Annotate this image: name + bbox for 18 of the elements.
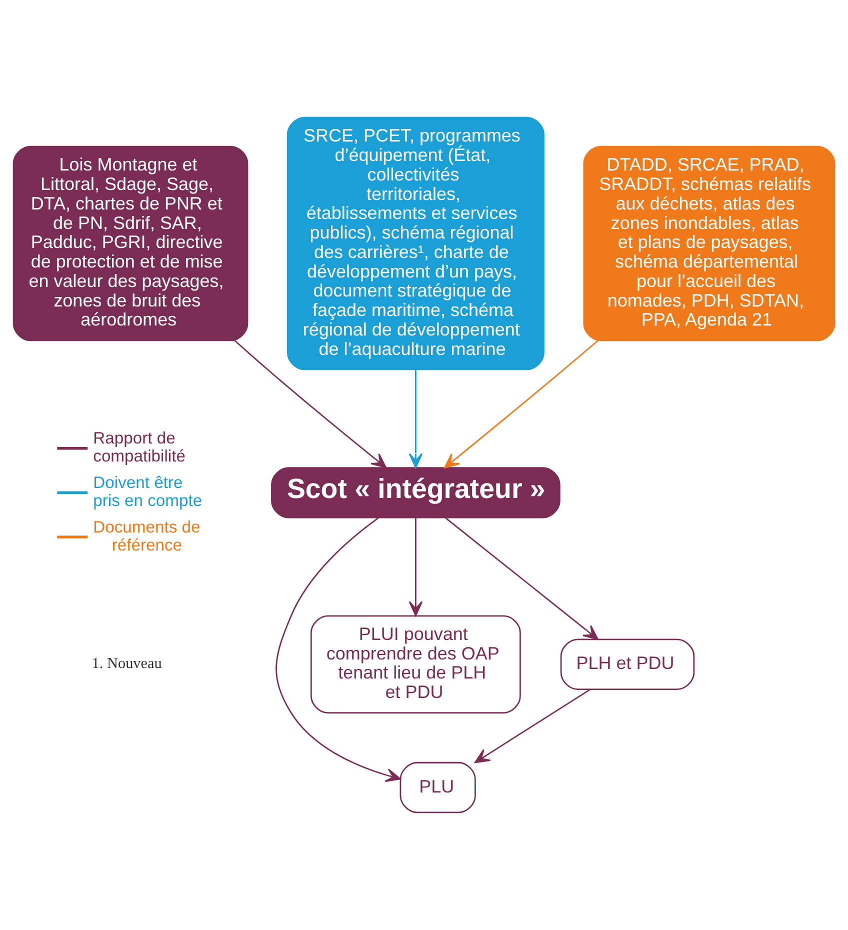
node-box: DTADD, SRCAE, PRAD, SRADDT, schémas relatifs aux déchets, atlas des zones inondables, atlas et plans de paysages, schéma départemental pour l’accueil des nomades, PDH, SDTAN, PPA, Agenda 21 [583,146,836,342]
arrow [408,370,423,468]
arrow [276,517,401,782]
arrow [408,518,423,616]
legend-label: Rapport de compatibilité [93,428,186,466]
arrow [474,688,590,764]
arrow [444,340,598,468]
legend-label: Documents de référence [93,517,200,554]
arrow [234,340,387,468]
label: 1. Nouveau [92,655,162,672]
node-box: Scot « intégrateur » [271,467,560,518]
node-box: PLH et PDU [560,638,695,690]
arrow [445,517,598,640]
legend-label: Doivent être pris en compte [93,472,202,510]
node-box: PLU [400,762,476,814]
node-box: SRCE, PCET, programmes d’équipement (État, collectivités territoriales, établissements et services publics), schéma régional des carrières¹, charte de développement d’un pays, document stratégique de façade maritime, schéma régional de développement de l’aquaculture marine [286,116,544,370]
node-box: Lois Montagne et Littoral, Sdage, Sage, DTA, chartes de PNR et de PN, Sdrif, SAR, Padduc, PGRI, directive de protection et de mise en valeur des paysages, zones de bruit des aérodromes [12,146,248,342]
node-box: PLUI pouvant comprendre des OAP tenant lieu de PLH et PDU [310,615,521,714]
